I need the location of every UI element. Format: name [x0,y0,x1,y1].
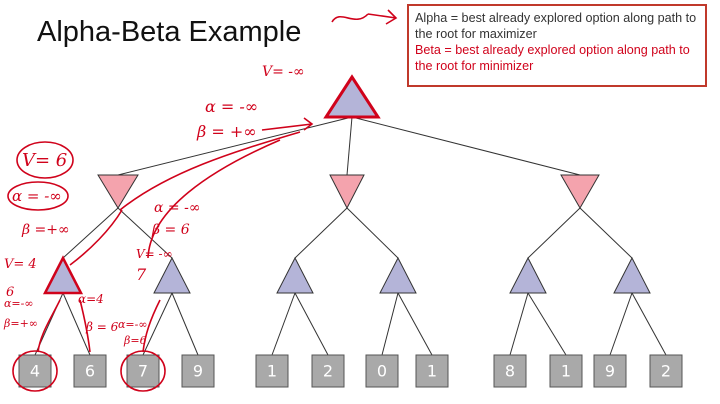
annotation-labels: V= -∞ α = -∞ β = +∞ V= 6 α = -∞ β =+∞ α … [3,64,305,347]
min-node-left [97,174,139,209]
flow-arrow [69,209,123,266]
min1-beta-label: β =+∞ [21,222,70,238]
flow-arrow [119,131,301,211]
leaf-box [415,354,449,388]
max2-v-label: V= -∞ [136,247,173,261]
circle-mark [7,181,69,211]
leaf-box [181,354,215,388]
flow-arrow [37,299,61,353]
right-beta-label: β = 6 [151,222,190,238]
max-node-5 [509,256,547,294]
alpha-definition: Alpha = best already explored option alo… [415,11,697,41]
root-beta-label: β = +∞ [196,122,257,141]
min-node-middle [329,174,365,210]
root-v-label: V= -∞ [262,64,305,80]
flow-arrow [142,299,161,353]
leaf-value: 9 [605,362,615,381]
min-node-right [560,174,600,210]
leaf-value: 2 [323,362,333,381]
leaf-box [549,354,583,388]
leaf-value: 1 [427,362,437,381]
beta-definition: Beta = best already explored option alon… [415,43,690,73]
max-node-6 [613,256,651,294]
root-alpha-label: α = -∞ [205,97,258,116]
flow-arrow [79,299,91,353]
leaf-box [649,354,683,388]
leaf-value: 8 [505,362,515,381]
arrow-to-root [261,117,314,131]
handwritten-annotations [7,9,398,392]
tree-edges [34,116,667,356]
leaf-value: 0 [377,362,387,381]
arrow-head [367,9,398,25]
leaf-box [365,354,399,388]
leaf-value: 1 [267,362,277,381]
leaf-box [493,354,527,388]
max-node-2 [153,256,191,294]
leaf-value: 7 [138,362,148,381]
min1-v-label: V= 6 [22,150,67,171]
max1-beta2-label: β = 6 [85,320,119,334]
right-alpha-label: α = -∞ [154,200,200,216]
max1-alpha-label: α=-∞ [4,297,34,310]
leaf-nodes: 4 6 7 9 1 2 0 1 8 1 9 2 [18,354,683,388]
leaf-value: 2 [661,362,671,381]
leaf-value: 4 [30,362,40,381]
flow-arrow [147,139,281,259]
max1-number: 6 [6,285,14,300]
max2-beta-label: β=6 [123,334,147,347]
root-max-node [323,74,381,119]
max1-v-label: V= 4 [4,257,37,272]
leaf-box [73,354,107,388]
min1-alpha-label: α = -∞ [12,187,62,205]
squiggle-arrow [331,13,369,23]
max2-alpha-label: α=-∞ [118,318,148,331]
leaf-box [255,354,289,388]
leaf-box [593,354,627,388]
max1-alpha2-label: α=4 [78,292,104,306]
leaf-box [311,354,345,388]
leaf-value: 9 [193,362,203,381]
circle-mark [12,350,58,392]
definitions-box: Alpha = best already explored option alo… [407,4,707,87]
max-node-1 [42,255,84,295]
leaf-box [18,354,52,388]
leaf-box [126,354,160,388]
max2-number: 7 [136,265,147,284]
leaf-value: 6 [85,362,95,381]
circle-mark [16,141,74,179]
max1-beta-label: β=+∞ [3,317,38,330]
slide-title: Alpha-Beta Example [37,16,302,48]
leaf-value: 1 [561,362,571,381]
max-node-3 [276,256,314,294]
max-node-4 [379,256,417,294]
